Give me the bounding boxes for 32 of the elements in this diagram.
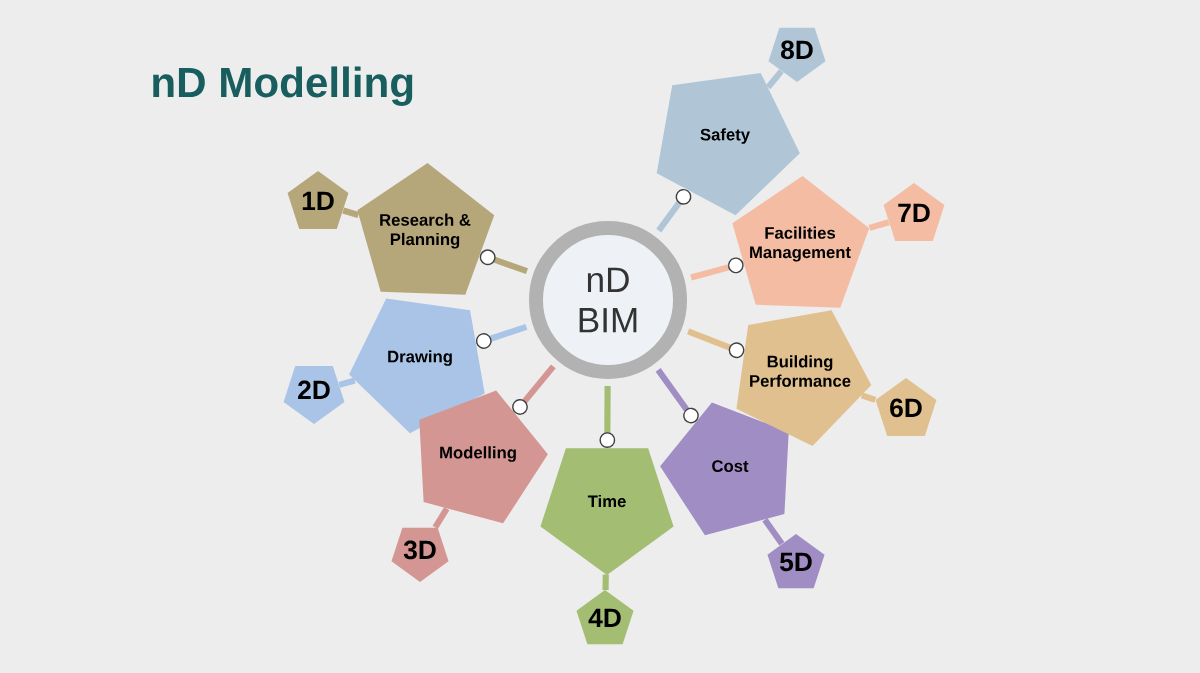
pentagon: Drawing (349, 298, 485, 434)
pentagon: Time (540, 448, 674, 575)
title: nD Modelling (153, 66, 413, 106)
pentagon: Facilities Management (732, 176, 870, 308)
level-badge: 7D (883, 183, 945, 241)
connector (687, 328, 745, 359)
connector (479, 249, 528, 275)
level-badge: 5D (767, 534, 825, 589)
connector (432, 507, 450, 529)
connector (475, 324, 528, 349)
connector (765, 69, 784, 90)
connector (656, 188, 692, 233)
connector (762, 517, 785, 546)
pentagon: Safety (656, 72, 800, 216)
level-badge: 8D (768, 27, 826, 82)
connector (338, 377, 356, 388)
level-badge: 3D (391, 527, 449, 582)
pentagon: Cost (660, 402, 789, 536)
level-badge: 1D (287, 171, 349, 229)
connector (599, 385, 616, 448)
connector (868, 219, 890, 231)
connector (860, 392, 877, 403)
pentagon: Modelling (419, 390, 548, 524)
level-badge: 2D (283, 366, 345, 424)
pentagon: Research & Planning (357, 163, 495, 295)
connector (512, 364, 556, 415)
pentagon: Building Performance (736, 310, 872, 446)
connector (342, 207, 360, 218)
connector (655, 368, 699, 424)
connector (690, 257, 744, 281)
level-badge: 4D (576, 590, 634, 645)
level-badge: 6D (875, 378, 937, 436)
